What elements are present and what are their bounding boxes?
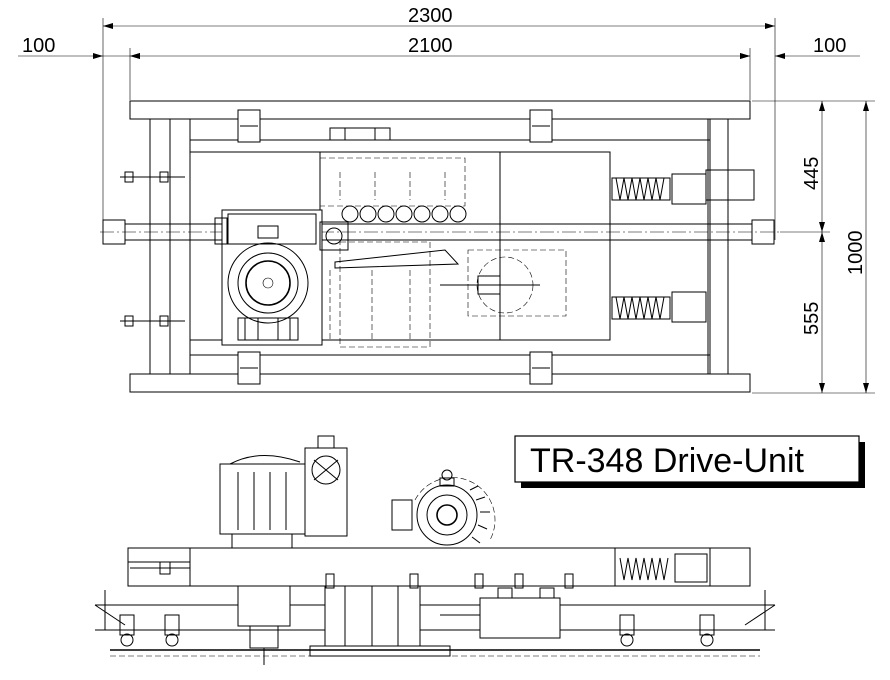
- plan-view: [100, 100, 780, 393]
- hanger-box-side: [324, 585, 561, 647]
- title-block: [514, 435, 865, 488]
- dim-lower-height: 555: [801, 302, 823, 335]
- gear-motor-side: [219, 435, 348, 665]
- spring-side: [619, 553, 708, 583]
- motor-sprocket-side: [391, 469, 496, 546]
- dim-total-height: 1000: [845, 231, 867, 276]
- bottom-rollers: [110, 614, 760, 657]
- sprocket-row: [319, 157, 467, 223]
- side-view: [94, 435, 776, 665]
- dim-upper-height: 445: [801, 157, 823, 190]
- dim-right-overhang: 100: [813, 35, 846, 57]
- gearbox-plan: [214, 209, 349, 346]
- dim-center-width: 2100: [408, 35, 453, 57]
- springs-plan: [609, 160, 755, 340]
- dim-left-overhang: 100: [22, 35, 55, 57]
- sprocket-module-plan: [440, 249, 567, 317]
- dimension-lines: [18, 18, 875, 394]
- dim-overall-width: 2300: [408, 5, 453, 27]
- drawing-title: TR-348 Drive-Unit: [530, 442, 804, 480]
